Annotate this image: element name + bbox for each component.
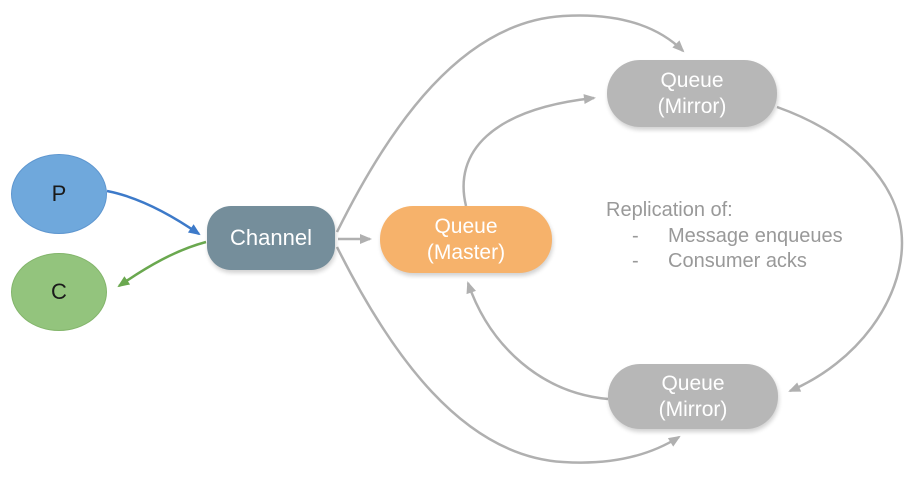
replication-annotation: Replication of: - Message enqueues - Con… — [606, 198, 896, 274]
edge-mirror-bottom-to-master — [466, 281, 609, 401]
queue-master-label-line1: Queue — [434, 214, 498, 238]
consumer-label: C — [51, 279, 67, 304]
edge-mirror-top-to-mirror-bottom — [776, 105, 904, 393]
queue-mirror-bottom-node: Queue (Mirror) — [608, 364, 778, 429]
queue-mirror-bottom-label-line1: Queue — [661, 371, 725, 395]
queue-mirror-top-label-line2: (Mirror) — [657, 94, 727, 118]
edge-channel-to-consumer — [117, 240, 207, 288]
annotation-item-text: Consumer acks — [668, 250, 807, 272]
annotation-item-text: Message enqueues — [668, 225, 843, 247]
queue-mirror-top-node: Queue (Mirror) — [607, 60, 777, 127]
queue-master-node: Queue (Master) — [380, 206, 552, 273]
annotation-item: - Message enqueues — [606, 224, 896, 249]
annotation-title: Replication of: — [606, 199, 733, 221]
queue-master-label-line2: (Master) — [426, 240, 506, 264]
edge-channel-to-mirror-top — [335, 14, 685, 233]
edge-producer-to-channel — [106, 189, 201, 236]
channel-node: Channel — [207, 206, 335, 270]
annotation-bullet: - — [632, 250, 639, 272]
queue-mirror-top-label-line1: Queue — [660, 68, 724, 92]
channel-label: Channel — [230, 225, 312, 250]
consumer-node: C — [11, 253, 107, 331]
annotation-bullet: - — [632, 225, 639, 247]
annotation-item: - Consumer acks — [606, 249, 896, 274]
edge-channel-to-mirror-bottom — [335, 246, 681, 464]
producer-label: P — [51, 181, 67, 206]
producer-node: P — [11, 154, 107, 234]
edge-master-to-mirror-top — [462, 94, 596, 207]
queue-mirror-bottom-label-line2: (Mirror) — [658, 397, 728, 421]
